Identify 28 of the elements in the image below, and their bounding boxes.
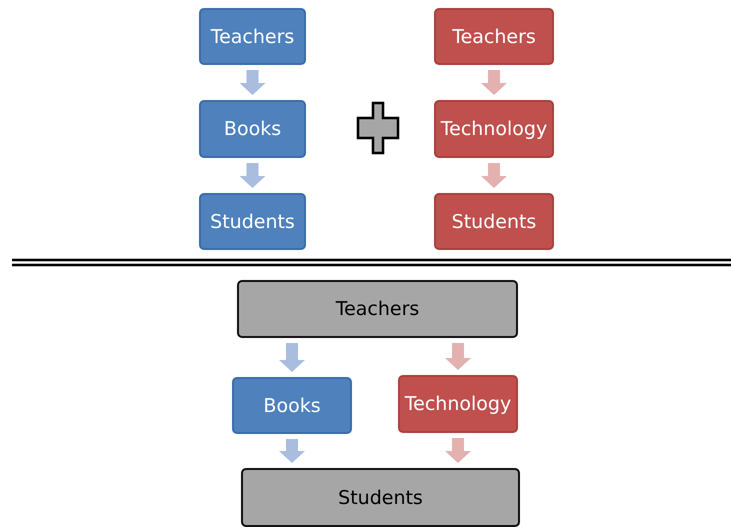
block-arrow — [481, 163, 507, 188]
box-label: Teachers — [336, 298, 420, 320]
box-label: Technology — [404, 393, 512, 415]
box-label: Books — [224, 118, 282, 140]
process-box — [199, 8, 306, 65]
block-arrow — [240, 70, 266, 95]
process-box — [199, 193, 306, 250]
box-label: Students — [338, 486, 423, 508]
box-label: Teachers — [452, 26, 536, 48]
process-box — [434, 100, 554, 158]
block-arrow — [240, 163, 266, 188]
block-arrow — [279, 439, 305, 463]
process-box — [232, 377, 352, 434]
block-arrow — [445, 343, 471, 370]
box-label: Students — [210, 210, 295, 232]
process-box — [241, 468, 520, 527]
block-arrow — [279, 343, 305, 372]
process-box — [434, 8, 554, 65]
box-label: Technology — [440, 118, 548, 140]
process-box — [237, 280, 518, 338]
block-arrow — [445, 438, 471, 463]
box-label: Books — [263, 394, 321, 416]
process-box — [199, 100, 306, 158]
process-box — [434, 193, 554, 250]
block-arrow — [481, 70, 507, 95]
box-label: Teachers — [210, 26, 294, 48]
process-box — [398, 375, 518, 433]
box-label: Students — [452, 210, 536, 232]
